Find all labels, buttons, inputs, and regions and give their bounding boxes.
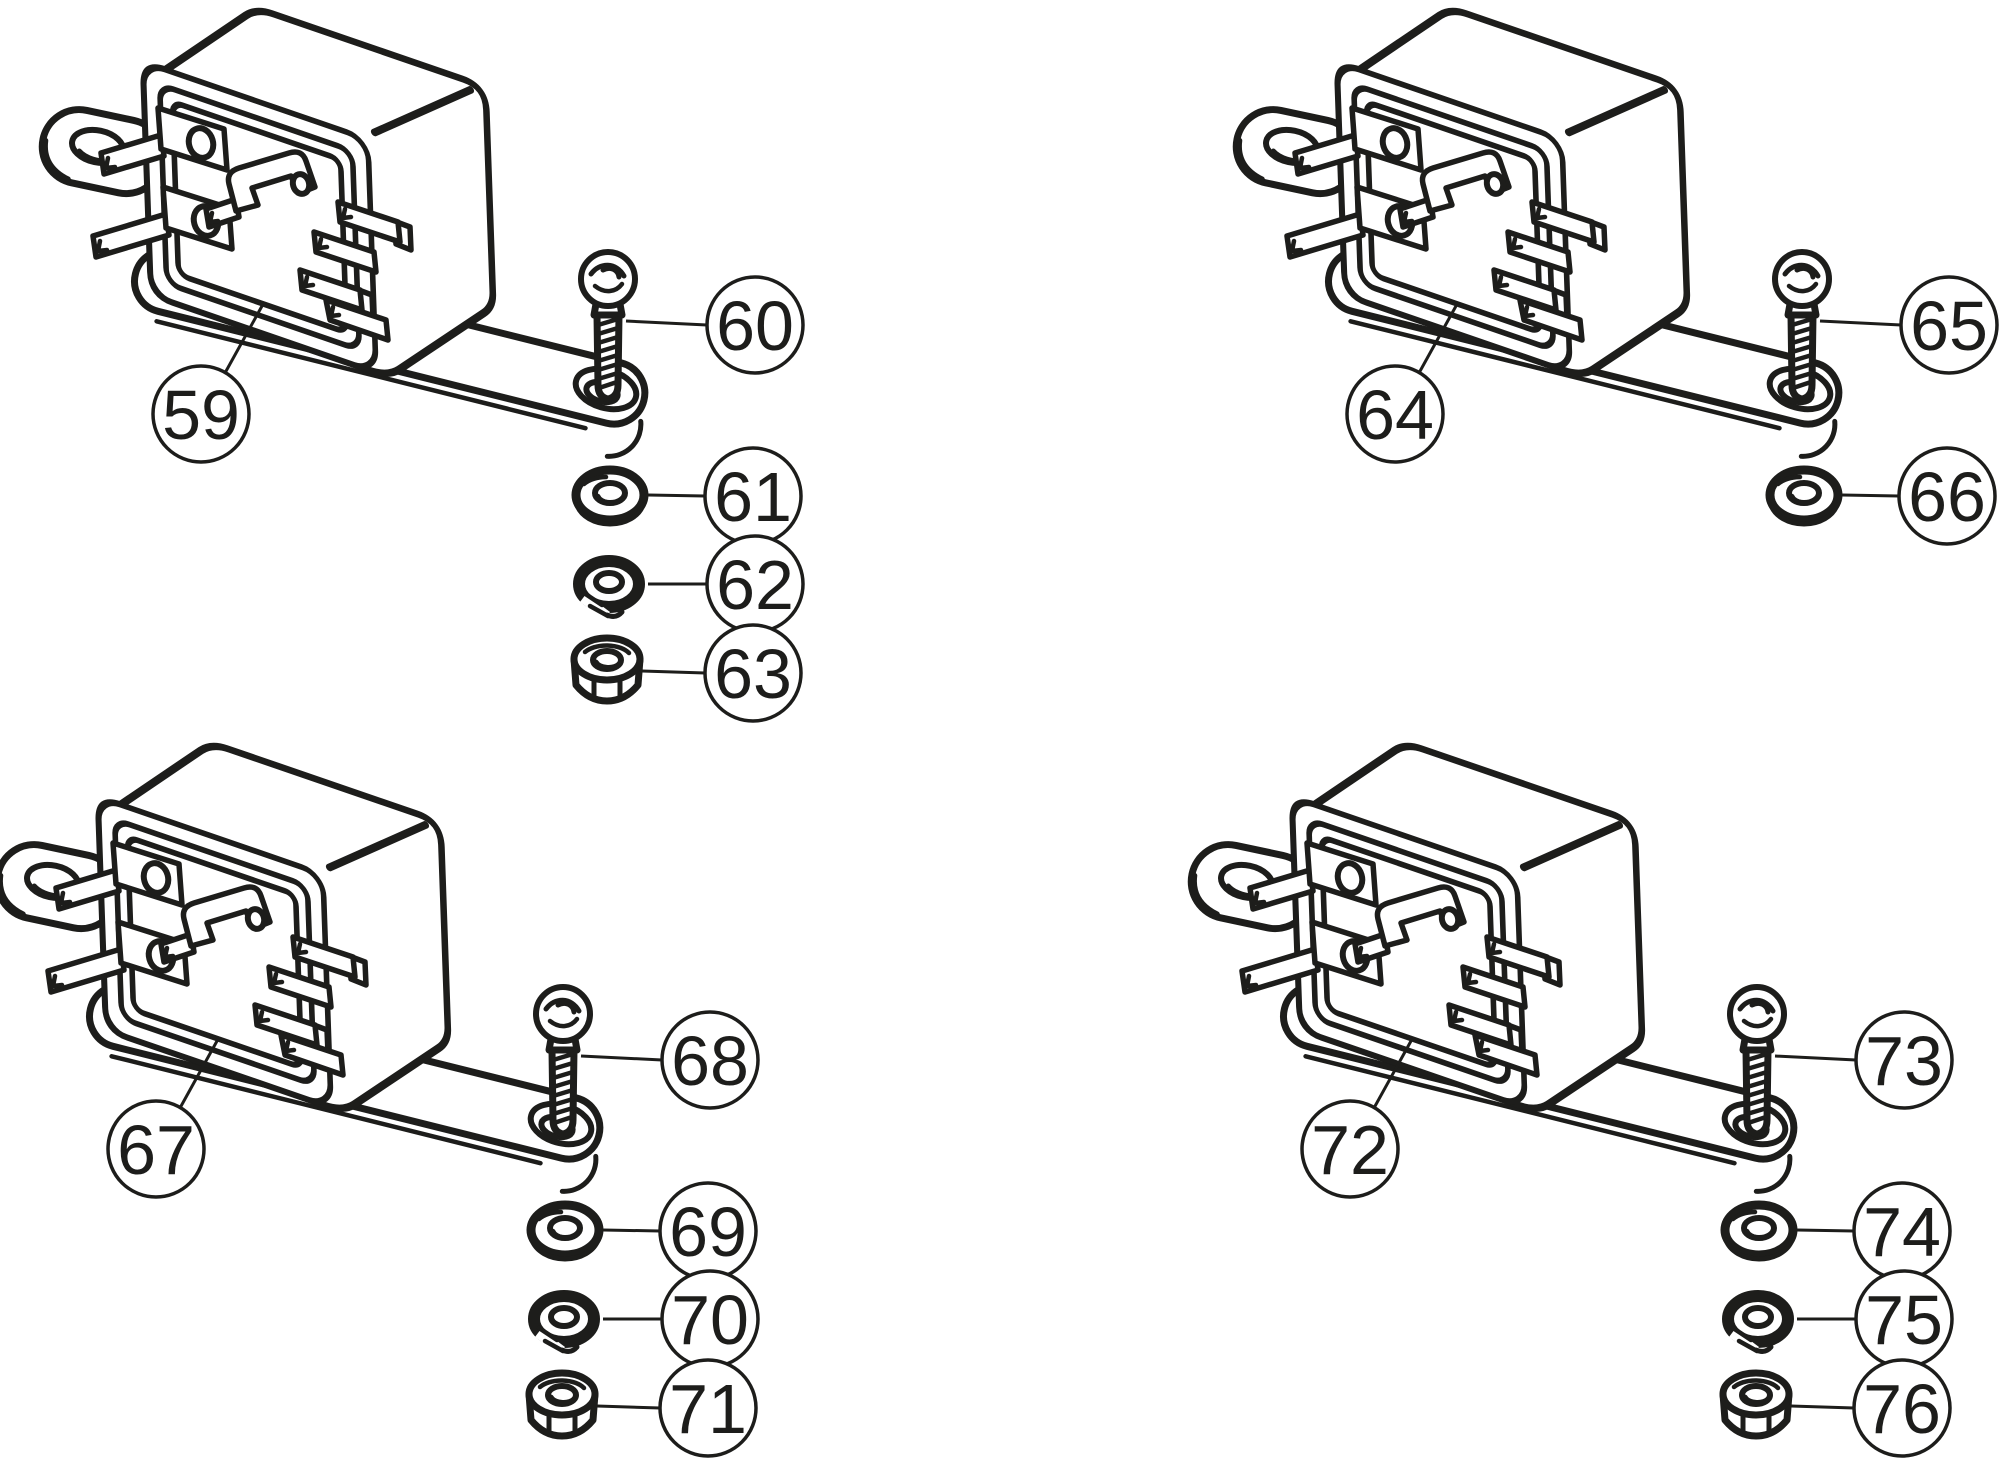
- callout-bubble: [703, 623, 803, 723]
- callout-bubble: [1854, 1010, 1954, 1110]
- lock-washer-drawing: [1728, 1296, 1788, 1351]
- callout-bubble: [1897, 446, 1997, 546]
- callout-washer-61: 61: [647, 446, 803, 546]
- callout-number: 72: [1311, 1111, 1389, 1189]
- callout-bubble: [658, 1358, 758, 1458]
- callout-screw-65: 65: [1819, 275, 1999, 375]
- callout-bubble: [1852, 1358, 1952, 1458]
- relay-drawing: [1229, 0, 1849, 463]
- callout-lockwasher-75: 75: [1797, 1269, 1954, 1369]
- parts-group-bottom-left: 67 68 69 70 71: [0, 703, 760, 1458]
- parts-group-bottom-right: 72 73 74 75 76: [1184, 703, 1954, 1458]
- callout-number: 64: [1356, 376, 1434, 454]
- flat-washer-drawing: [576, 470, 644, 524]
- callout-relay-59: 59: [151, 305, 264, 464]
- callout-relay-64: 64: [1345, 305, 1458, 464]
- callout-bubble: [106, 1099, 206, 1199]
- hex-nut-drawing: [529, 1373, 595, 1436]
- relay-drawing: [1184, 703, 1804, 1198]
- lock-washer-drawing: [579, 561, 639, 616]
- callout-number: 67: [117, 1111, 195, 1189]
- callout-number: 60: [716, 287, 794, 365]
- callout-nut-63: 63: [641, 623, 803, 723]
- callout-number: 68: [671, 1022, 749, 1100]
- flat-washer-drawing: [531, 1205, 599, 1259]
- hex-nut-drawing: [574, 638, 640, 701]
- callout-nut-71: 71: [596, 1358, 758, 1458]
- lock-washer-drawing: [534, 1296, 594, 1351]
- callout-number: 66: [1908, 458, 1986, 536]
- callout-screw-68: 68: [580, 1010, 760, 1110]
- callout-number: 70: [671, 1281, 749, 1359]
- callout-relay-72: 72: [1300, 1040, 1413, 1199]
- callout-screw-60: 60: [625, 275, 805, 375]
- callout-bubble: [660, 1010, 760, 1110]
- callout-number: 65: [1910, 287, 1988, 365]
- callout-number: 59: [162, 376, 240, 454]
- callout-washer-66: 66: [1841, 446, 1997, 546]
- callout-lockwasher-62: 62: [648, 534, 805, 634]
- callout-bubble: [1345, 364, 1445, 464]
- callout-number: 76: [1863, 1370, 1941, 1448]
- callout-relay-67: 67: [106, 1040, 219, 1199]
- callout-number: 69: [669, 1193, 747, 1271]
- callout-number: 74: [1863, 1193, 1941, 1271]
- callout-number: 71: [669, 1370, 747, 1448]
- relay-drawing: [35, 0, 655, 463]
- callout-bubble: [1899, 275, 1999, 375]
- callout-number: 62: [716, 546, 794, 624]
- hex-nut-drawing: [1723, 1373, 1789, 1436]
- callout-screw-73: 73: [1774, 1010, 1954, 1110]
- callout-number: 63: [714, 635, 792, 713]
- callout-washer-74: 74: [1796, 1181, 1952, 1281]
- callout-washer-69: 69: [602, 1181, 758, 1281]
- relay-drawing: [0, 703, 610, 1198]
- callout-number: 61: [714, 458, 792, 536]
- flat-washer-drawing: [1725, 1205, 1793, 1259]
- callout-number: 75: [1865, 1281, 1943, 1359]
- flat-washer-drawing: [1770, 470, 1838, 524]
- callout-lockwasher-70: 70: [603, 1269, 760, 1369]
- parts-group-top-right: 64 65 66: [1229, 0, 1999, 546]
- callout-number: 73: [1865, 1022, 1943, 1100]
- callout-bubble: [705, 275, 805, 375]
- callout-bubble: [1300, 1099, 1400, 1199]
- callout-bubble: [151, 364, 251, 464]
- parts-group-top-left: 59 60 61 62 63: [35, 0, 805, 723]
- callout-nut-76: 76: [1790, 1358, 1952, 1458]
